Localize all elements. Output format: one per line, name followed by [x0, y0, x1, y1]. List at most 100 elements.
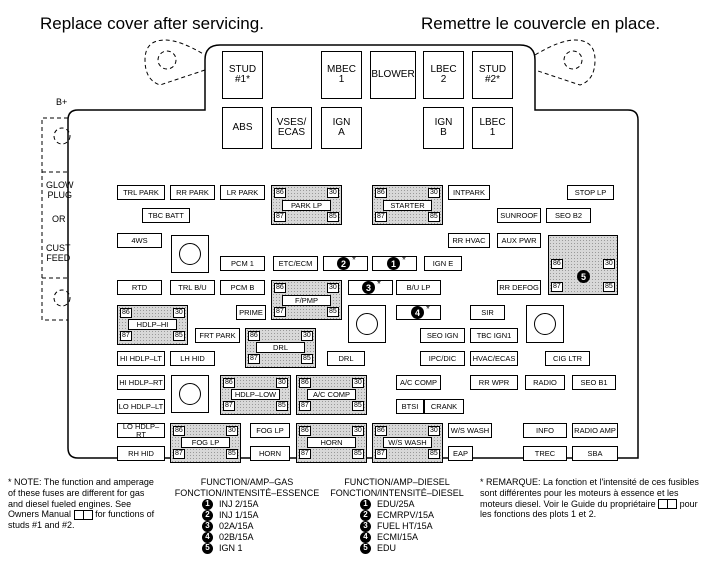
socket-circle	[179, 243, 201, 265]
fuse-radio: RADIO	[525, 375, 565, 390]
socket-frame	[348, 305, 386, 343]
diesel-item-text: FUEL HT/15A	[377, 520, 433, 531]
terminal-86: 86	[551, 259, 563, 269]
diesel-item-text: EDU/25A	[377, 498, 415, 509]
gas-item-text: INJ 1/15A	[219, 509, 259, 520]
terminal-86: 86	[223, 378, 235, 388]
fuse-hi-hdlp-lt: HI HDLP–LT	[117, 351, 165, 366]
note-french: * REMARQUE: La fonction et l'intensité d…	[480, 477, 702, 520]
b-plus-label: B+	[56, 97, 68, 107]
legend-number: 1	[360, 498, 371, 510]
fuse-tbc-batt: TBC BATT	[142, 208, 190, 223]
terminal-87: 87	[274, 212, 286, 222]
legend-number: 3	[360, 520, 371, 532]
lbec2-relay: LBEC 2	[423, 51, 464, 99]
relay-drl-label: DRL	[256, 342, 305, 353]
terminal-87: 87	[173, 449, 185, 459]
terminal-30: 30	[173, 308, 185, 318]
legend-number: 2	[202, 509, 213, 521]
terminal-86: 86	[375, 188, 387, 198]
legend-number: 3	[202, 520, 213, 532]
fuse-ipc-dic: IPC/DIC	[420, 351, 465, 366]
terminal-85: 85	[428, 449, 440, 459]
fuse-lo-hdlp-lt: LO HDLP–LT	[117, 399, 165, 414]
legend-number: 5	[202, 542, 213, 554]
socket-frame	[526, 305, 564, 343]
terminal-30: 30	[276, 378, 288, 388]
fuse-hvac-ecas: HVAC/ECAS	[470, 351, 518, 366]
note-french-text: * REMARQUE: La fonction et l'intensité d…	[480, 477, 699, 509]
note-english-tail: for functions of studs #1 and #2.	[8, 509, 155, 531]
terminal-30: 30	[428, 426, 440, 436]
fuse-aux-pwr: AUX PWR	[497, 233, 541, 248]
fuse-sunroof: SUNROOF	[497, 208, 541, 223]
fuse-frt-park: FRT PARK	[195, 328, 240, 343]
fuse-lo-hdlp-rt: LO HDLP–RT	[117, 422, 165, 438]
fuse-seo-ign: SEO IGN	[420, 328, 465, 343]
terminal-30: 30	[327, 283, 339, 293]
relay-starter-label: STARTER	[383, 200, 432, 211]
fuse-eap: EAP	[448, 446, 473, 461]
fuse-bu-lp: B/U LP	[396, 280, 441, 295]
note-english-text: * NOTE: The function and amperage of the…	[8, 477, 154, 520]
terminal-87: 87	[551, 282, 563, 292]
terminal-85: 85	[603, 282, 615, 292]
owners-manual-book-icon	[73, 510, 93, 521]
terminal-86: 86	[120, 308, 132, 318]
fuse-rr-defog: RR DEFOG	[497, 280, 541, 295]
diesel-item-text: ECMRPV/15A	[377, 509, 435, 520]
fuse-pcm1: PCM 1	[220, 256, 265, 271]
fuse-btsi: BTSI	[396, 399, 424, 414]
callout-2: 2	[337, 257, 350, 270]
header-left-text: Replace cover after servicing.	[40, 14, 264, 33]
fuse-etc-ecm: ETC/ECM	[273, 256, 318, 271]
gas-item: 2 INJ 1/15A	[202, 509, 322, 521]
callout-3: 3	[362, 281, 375, 294]
header-right-text: Remettre le couvercle en place.	[421, 14, 661, 33]
gas-title-fr: FONCTION/INTENSITÉ–ESSENCE	[174, 487, 320, 498]
fuse-info: INFO	[523, 423, 567, 438]
socket-circle	[534, 313, 556, 335]
terminal-87: 87	[375, 212, 387, 222]
terminal-30: 30	[603, 259, 615, 269]
terminal-86: 86	[299, 378, 311, 388]
gas-item-text: 02B/15A	[219, 531, 254, 542]
socket-circle	[179, 383, 201, 405]
fuse-seo-b1: SEO B1	[572, 375, 616, 390]
relay-hdlp-low-label: HDLP–LOW	[231, 389, 280, 400]
fuse-ign-e: IGN E	[424, 256, 462, 271]
legend-number: 4	[202, 531, 213, 543]
relay-horn-label: HORN	[307, 437, 356, 448]
terminal-86: 86	[274, 283, 286, 293]
note-english: * NOTE: The function and amperage of the…	[8, 477, 156, 531]
fuse-rr-hvac: RR HVAC	[448, 233, 490, 248]
fuse-sir: SIR	[470, 305, 505, 320]
fuse-crank: CRANK	[424, 399, 464, 414]
gas-item-text: 02A/15A	[219, 520, 254, 531]
relay-park-lp-label: PARK LP	[282, 200, 331, 211]
terminal-86: 86	[375, 426, 387, 436]
gas-item-text: INJ 2/15A	[219, 498, 259, 509]
terminal-85: 85	[352, 449, 364, 459]
terminal-85: 85	[276, 401, 288, 411]
lbec1-relay: LBEC 1	[472, 107, 513, 149]
fuse-drl: DRL	[327, 351, 365, 366]
diesel-item-text: EDU	[377, 542, 397, 553]
ign-b-relay: IGN B	[423, 107, 464, 149]
star-mark: *	[402, 255, 406, 266]
terminal-86: 86	[248, 331, 260, 341]
gas-title: FUNCTION/AMP–GAS	[200, 477, 294, 487]
legend-number: 1	[202, 498, 213, 510]
fuse-a-c-comp: A/C COMP	[396, 375, 441, 390]
terminal-86: 86	[274, 188, 286, 198]
terminal-87: 87	[299, 401, 311, 411]
fuse-4ws: 4WS	[117, 233, 162, 248]
terminal-85: 85	[226, 449, 238, 459]
terminal-30: 30	[352, 378, 364, 388]
star-mark: *	[377, 279, 381, 290]
terminal-87: 87	[274, 307, 286, 317]
fuse-rr-park: RR PARK	[170, 185, 215, 200]
legend-number: 4	[360, 531, 371, 543]
